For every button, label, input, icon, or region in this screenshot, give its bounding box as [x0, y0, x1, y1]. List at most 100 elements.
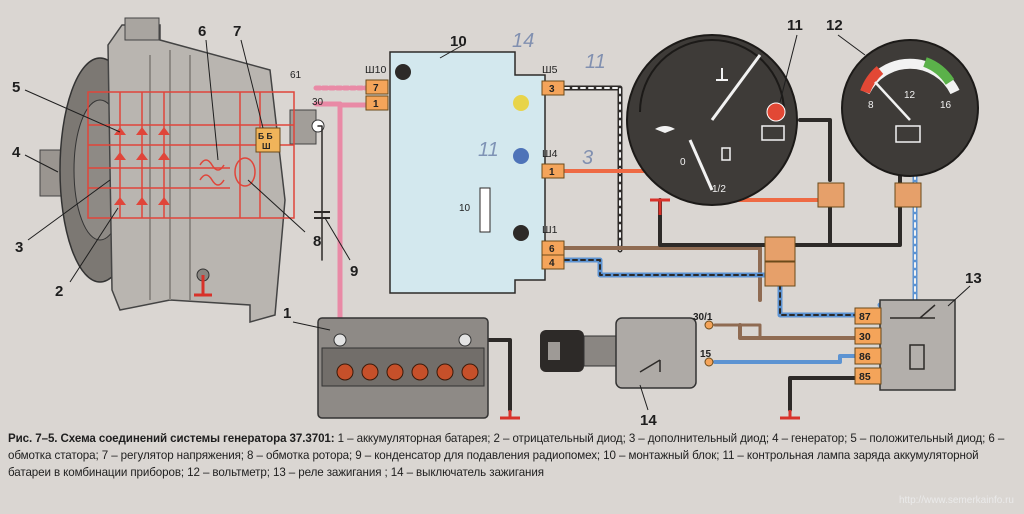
- voltmeter-battery-icon: [895, 125, 921, 143]
- battery-cap: [361, 363, 379, 381]
- connector: [817, 182, 845, 208]
- handwritten-11a: 11: [585, 51, 606, 73]
- voltmeter-scale-8: 8: [868, 100, 874, 111]
- fuel-pump-icon: [721, 147, 731, 161]
- callout-9: 9: [350, 263, 358, 280]
- handwritten-11b: 11: [478, 139, 499, 161]
- wire-relay-30: [738, 323, 857, 340]
- relay-pin-30: 30: [859, 331, 871, 343]
- additional-diode: [136, 152, 148, 160]
- callout-5: 5: [12, 79, 20, 96]
- charge-warning-lamp: [766, 102, 786, 122]
- stator-winding: [199, 159, 225, 186]
- negative-diode: [114, 197, 126, 205]
- wire-gauge-ground: [658, 198, 832, 247]
- relay-pin-86: 86: [859, 351, 871, 363]
- fuel-scale-0: 0: [680, 157, 686, 168]
- pin-7: 7: [373, 83, 379, 94]
- connector-w5-label: Ш5: [542, 64, 558, 76]
- mounting-block: 10: [389, 51, 546, 294]
- connector-w4-label: Ш4: [542, 148, 558, 160]
- negative-diode: [136, 197, 148, 205]
- callout-1: 1: [283, 305, 291, 322]
- pin-4: 4: [549, 258, 555, 269]
- battery-cap: [336, 363, 354, 381]
- capacitor-9: [314, 211, 330, 219]
- voltmeter: 8 12 16: [841, 39, 979, 177]
- instrument-cluster-gauge: 0 1/2: [626, 34, 798, 206]
- callout-8: 8: [313, 233, 321, 250]
- circuit-frame: [87, 91, 295, 219]
- capacitor-lead: [317, 125, 323, 261]
- terminal-61-label: 61: [290, 70, 302, 81]
- callout-12: 12: [826, 17, 843, 34]
- generator-ground-symbol: [194, 275, 212, 297]
- voltmeter-needle: [874, 81, 911, 121]
- mounting-block-body: [389, 51, 546, 294]
- wire-lamp: [798, 118, 832, 182]
- battery-negative-terminal: [458, 333, 472, 347]
- additional-diode: [114, 152, 126, 160]
- ignition-switch: [540, 317, 714, 389]
- ignition-terminal: [704, 357, 714, 367]
- regulator-label-top: Б Б: [258, 131, 273, 141]
- resistor-10: [479, 187, 491, 233]
- gauge-divider: [639, 39, 785, 113]
- positive-diode: [114, 127, 126, 135]
- generator-housing: [107, 24, 286, 323]
- battery-cap: [461, 363, 479, 381]
- caption-body: 1 – аккумуляторная батарея; 2 – отрицате…: [8, 432, 1005, 479]
- callout-11: 11: [787, 17, 803, 34]
- terminal-30-label: 30: [312, 97, 324, 108]
- negative-diode: [158, 197, 170, 205]
- generator-mount: [124, 17, 160, 41]
- pin-1b: 1: [549, 167, 555, 178]
- temp-needle: [710, 54, 762, 121]
- battery-positive-terminal: [333, 333, 347, 347]
- generator: [39, 17, 325, 323]
- callout-10: 10: [450, 33, 467, 50]
- ignition-pin-30-1: 30/1: [693, 312, 713, 323]
- callout-2: 2: [55, 283, 63, 300]
- callout-14: 14: [640, 412, 657, 429]
- voltage-regulator: [255, 127, 281, 153]
- ignition-key: [540, 330, 584, 372]
- fuel-needle: [688, 139, 714, 191]
- relay-pin-87: 87: [859, 311, 871, 323]
- voltmeter-scale-16: 16: [940, 100, 952, 111]
- block-dot-blue: [513, 148, 529, 164]
- pin-1: 1: [373, 99, 379, 110]
- connector: [764, 261, 796, 287]
- battery-cap: [386, 363, 404, 381]
- handwritten-14: 14: [512, 30, 534, 52]
- connector-w10-label: Ш10: [365, 64, 386, 76]
- resistor-label: 10: [459, 203, 471, 214]
- additional-diode: [158, 152, 170, 160]
- ignition-contact: [639, 359, 661, 373]
- rotor-winding: [234, 157, 256, 187]
- battery-cap: [411, 363, 429, 381]
- ignition-collar: [583, 335, 617, 367]
- caption-title: Рис. 7–5. Схема соединений системы генер…: [8, 432, 335, 445]
- wire-w1-6: [563, 246, 762, 302]
- key-slot: [548, 342, 560, 360]
- handwritten-3: 3: [582, 147, 593, 169]
- relay-coil: [909, 344, 925, 370]
- block-dot-black: [513, 225, 529, 241]
- connector: [894, 182, 922, 208]
- callout-13: 13: [965, 270, 982, 287]
- fuel-scale-half: 1/2: [712, 184, 726, 195]
- callout-7: 7: [233, 23, 241, 40]
- battery: [317, 317, 489, 419]
- wire-w1-4: [562, 257, 858, 318]
- voltmeter-scale-12: 12: [904, 90, 916, 101]
- ignition-pin-15: 15: [700, 349, 712, 360]
- wire-w5-3-stripe: [564, 87, 621, 251]
- voltmeter-red-zone: [860, 66, 884, 94]
- battery-cap: [436, 363, 454, 381]
- pin-6: 6: [549, 244, 555, 255]
- wire-ignition-30-1: [713, 323, 762, 340]
- connector: [764, 236, 796, 262]
